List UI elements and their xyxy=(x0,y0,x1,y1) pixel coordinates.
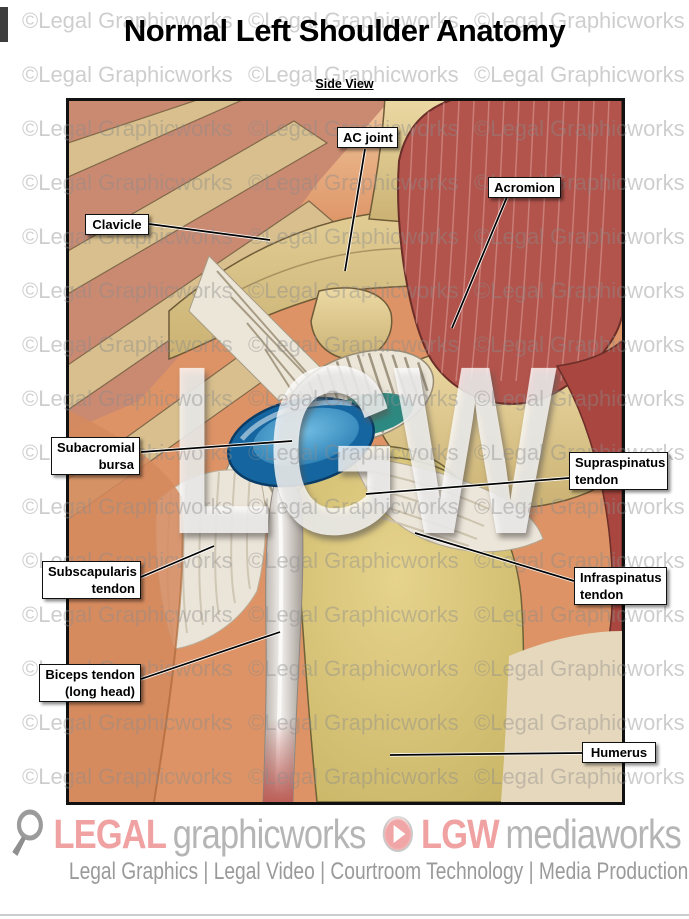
lgw-brand-accent: LGW xyxy=(420,810,500,857)
magnifier-icon xyxy=(8,808,47,860)
arm-skin xyxy=(69,411,183,802)
scan-artifact xyxy=(0,7,8,42)
view-label: Side View xyxy=(315,77,374,91)
lgw-brand-rest: mediaworks xyxy=(505,810,682,857)
footer-services: Legal Graphics | Legal Video | Courtroom… xyxy=(68,858,689,885)
legal-brand-accent: LEGAL xyxy=(53,810,167,857)
lgw-center-watermark: LGW xyxy=(168,316,557,584)
ligament-fan xyxy=(188,255,325,402)
arm-contour xyxy=(153,495,184,802)
play-icon xyxy=(381,814,415,854)
legal-brand-rest: graphicworks xyxy=(172,810,367,857)
bottom-rule xyxy=(0,914,689,916)
background-tissue xyxy=(501,631,622,802)
page-title: Normal Left Shoulder Anatomy xyxy=(123,13,566,48)
footer-logos: LEGAL graphicworks LGW mediaworks xyxy=(12,806,682,862)
